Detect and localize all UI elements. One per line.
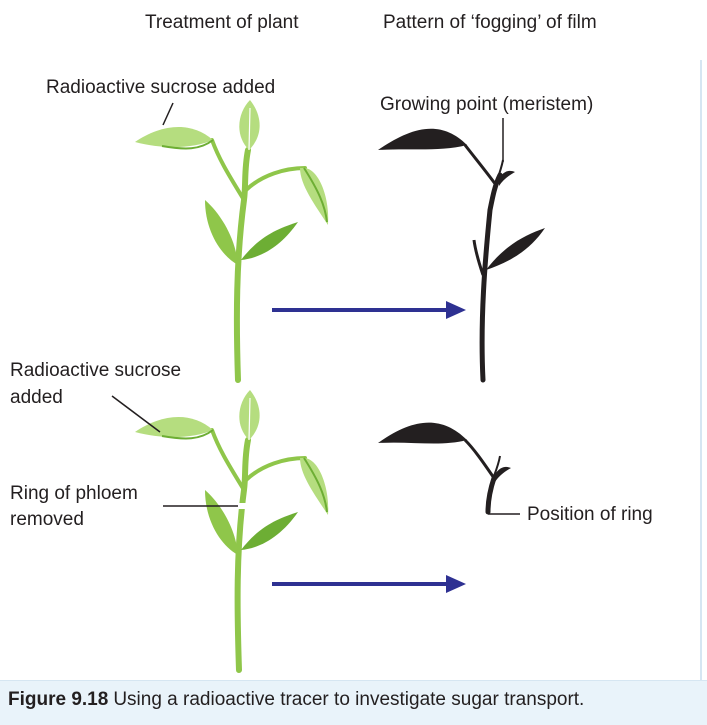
film-leaf	[486, 228, 545, 270]
heading-treatment: Treatment of plant	[145, 12, 299, 33]
leaf-vein	[248, 397, 251, 441]
stem	[233, 147, 251, 383]
leaf	[300, 168, 329, 225]
leaf	[135, 127, 213, 148]
film-meristem	[499, 170, 515, 186]
branch	[244, 166, 307, 192]
stem	[234, 437, 251, 673]
caption-number: Figure 9.18	[8, 689, 109, 710]
arrow-head	[446, 575, 466, 593]
caption-text: Using a radioactive tracer to investigat…	[113, 689, 585, 710]
film-tip	[493, 455, 501, 477]
plant-ringed	[135, 390, 329, 673]
diagram-canvas: Treatment of plant Pattern of ‘fogging’ …	[10, 12, 653, 673]
film-stem	[479, 172, 503, 383]
label-ring-of-phloem-line2: removed	[10, 509, 84, 530]
label-position-of-ring: Position of ring	[527, 504, 653, 525]
leaf	[135, 417, 213, 438]
leaf-vein	[161, 139, 214, 150]
branch	[244, 456, 307, 482]
film-pattern-intact	[378, 128, 545, 383]
film-branch	[463, 438, 496, 479]
leaf-vein	[248, 107, 251, 151]
film-meristem	[495, 466, 511, 482]
plant-intact	[135, 100, 329, 383]
leaf	[241, 512, 298, 550]
leaf-vein	[161, 429, 214, 440]
film-leaf	[378, 128, 467, 150]
film-branch	[472, 239, 485, 276]
heading-fogging-pattern: Pattern of ‘fogging’ of film	[383, 12, 597, 33]
leader-line	[162, 102, 174, 126]
label-growing-point: Growing point (meristem)	[380, 94, 593, 115]
film-branch	[463, 144, 498, 186]
leaf	[205, 490, 238, 555]
branch	[210, 138, 246, 202]
film-stem	[485, 475, 497, 515]
leaf-vein	[303, 167, 328, 223]
leader-line	[111, 395, 161, 433]
film-pattern-ringed	[378, 422, 511, 515]
leaf	[205, 200, 238, 265]
arrow-head	[446, 301, 466, 319]
leaf	[300, 458, 329, 515]
label-radioactive-sucrose-top: Radioactive sucrose added	[46, 77, 275, 98]
film-leaf	[378, 422, 467, 444]
leaf	[241, 222, 298, 260]
phloem-ring	[236, 503, 247, 509]
page-margin-rule	[700, 60, 702, 680]
leaf-vein	[303, 457, 328, 513]
branch	[210, 428, 246, 492]
label-ring-of-phloem-line1: Ring of phloem	[10, 483, 138, 504]
label-radioactive-sucrose-bottom-line1: Radioactive sucrose	[10, 360, 181, 381]
label-radioactive-sucrose-bottom-line2: added	[10, 387, 63, 408]
